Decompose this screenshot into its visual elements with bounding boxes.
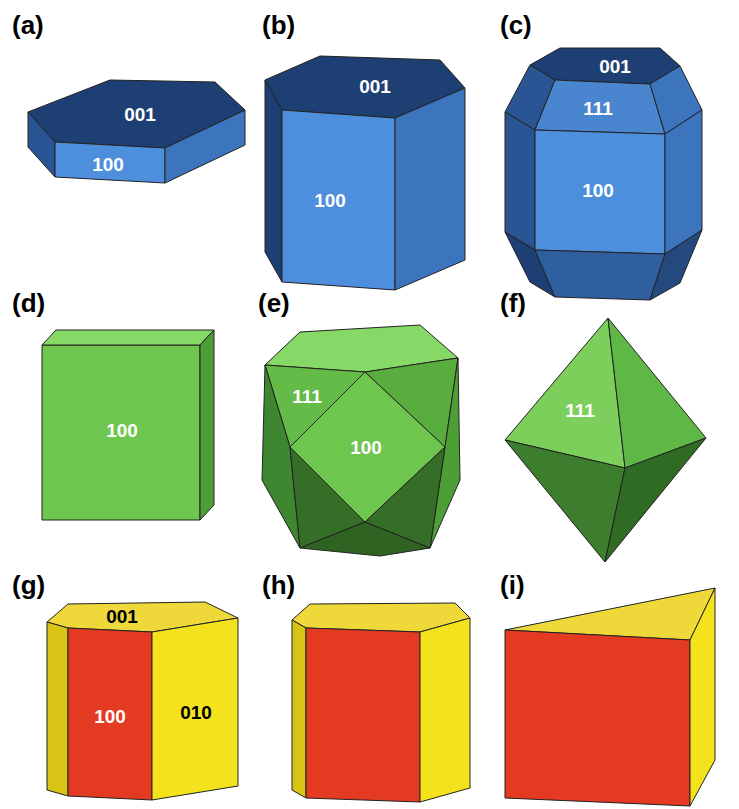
crystal-face [165, 110, 245, 183]
face-index-label: 100 [350, 438, 382, 457]
crystal-face [665, 110, 702, 254]
crystal-face [650, 230, 702, 300]
crystal-face [395, 88, 465, 290]
face-index-label: 100 [314, 191, 346, 210]
crystal-face [535, 130, 665, 254]
crystal-face [300, 522, 430, 556]
panel-letter: (g) [12, 572, 45, 598]
crystal-face [200, 330, 214, 520]
panel-letter: (e) [258, 290, 290, 316]
panel-letter: (f) [500, 290, 526, 316]
face-index-label: 100 [94, 707, 126, 726]
face-index-label: 111 [565, 401, 595, 420]
crystal-face [420, 618, 470, 802]
face-index-label: 001 [106, 607, 138, 626]
crystal-face [282, 110, 395, 290]
panel-letter: (h) [262, 572, 295, 598]
panel-letter: (a) [12, 12, 44, 38]
crystal-face [292, 620, 306, 798]
crystal-face [505, 630, 690, 806]
panel-letter: (d) [12, 290, 45, 316]
crystal-face [505, 440, 625, 562]
crystal-face [28, 112, 55, 177]
crystal-face [535, 80, 665, 134]
crystal-face [68, 628, 152, 800]
panel-letter: (i) [500, 572, 525, 598]
crystal-face [605, 438, 706, 562]
crystal-face [306, 628, 420, 802]
face-index-label: 100 [106, 421, 138, 440]
face-index-label: 100 [92, 155, 124, 174]
face-index-label: 001 [124, 105, 156, 124]
face-index-label: 010 [180, 703, 212, 722]
face-index-label: 111 [292, 387, 322, 406]
panel-letter: (c) [500, 12, 532, 38]
crystal-face [42, 330, 214, 345]
crystal-face [47, 622, 68, 796]
crystal-face [535, 250, 665, 300]
crystal-face [265, 80, 282, 282]
face-index-label: 111 [583, 99, 613, 118]
crystal-face [690, 588, 715, 806]
crystal-face [505, 112, 535, 250]
face-index-label: 001 [359, 77, 391, 96]
face-index-label: 100 [582, 181, 614, 200]
crystal-face [152, 618, 238, 800]
panel-letter: (b) [262, 12, 295, 38]
face-index-label: 001 [599, 57, 631, 76]
crystal-face [42, 345, 200, 520]
crystal-face [55, 142, 165, 183]
